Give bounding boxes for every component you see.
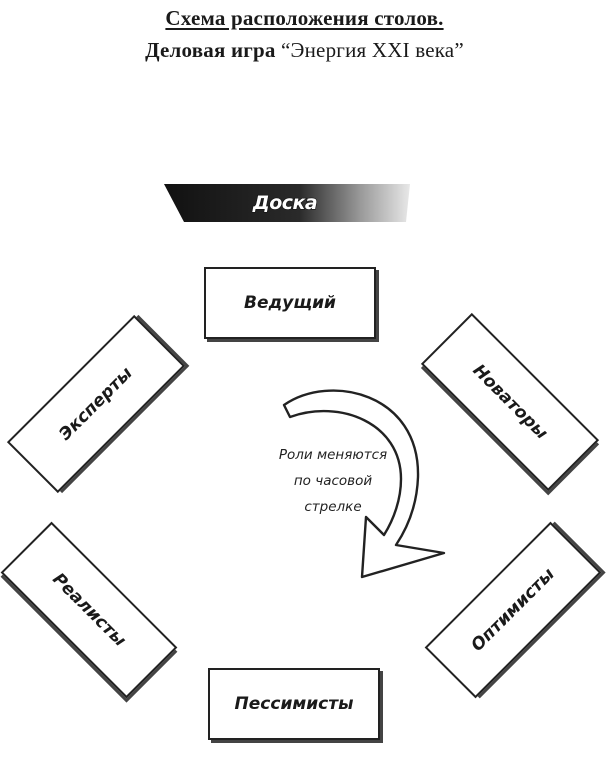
table-host: Ведущий xyxy=(204,267,376,339)
board-shape xyxy=(164,184,410,222)
rotation-note-line-1: Роли меняются xyxy=(278,447,388,463)
table-realists: Реалисты xyxy=(0,521,178,699)
table-pessimists: Пессимисты xyxy=(208,668,380,740)
page-title: Схема расположения столов. xyxy=(165,6,444,30)
table-experts: Эксперты xyxy=(6,314,186,494)
clockwise-arrow-icon xyxy=(282,389,446,579)
board-label: Доска xyxy=(252,191,318,214)
table-optimists: Оптимисты xyxy=(424,521,602,699)
page-subtitle: Деловая игра “Энергия XXI века” xyxy=(0,38,609,63)
subtitle-prefix: Деловая игра xyxy=(145,38,282,62)
rotation-note-line-2: по часовой xyxy=(293,473,373,489)
rotation-note: Роли меняются по часовой стрелке xyxy=(246,442,420,520)
game-name: “Энергия XXI века” xyxy=(281,38,464,62)
rotation-note-line-3: стрелке xyxy=(304,499,362,515)
board: Доска xyxy=(160,182,410,224)
